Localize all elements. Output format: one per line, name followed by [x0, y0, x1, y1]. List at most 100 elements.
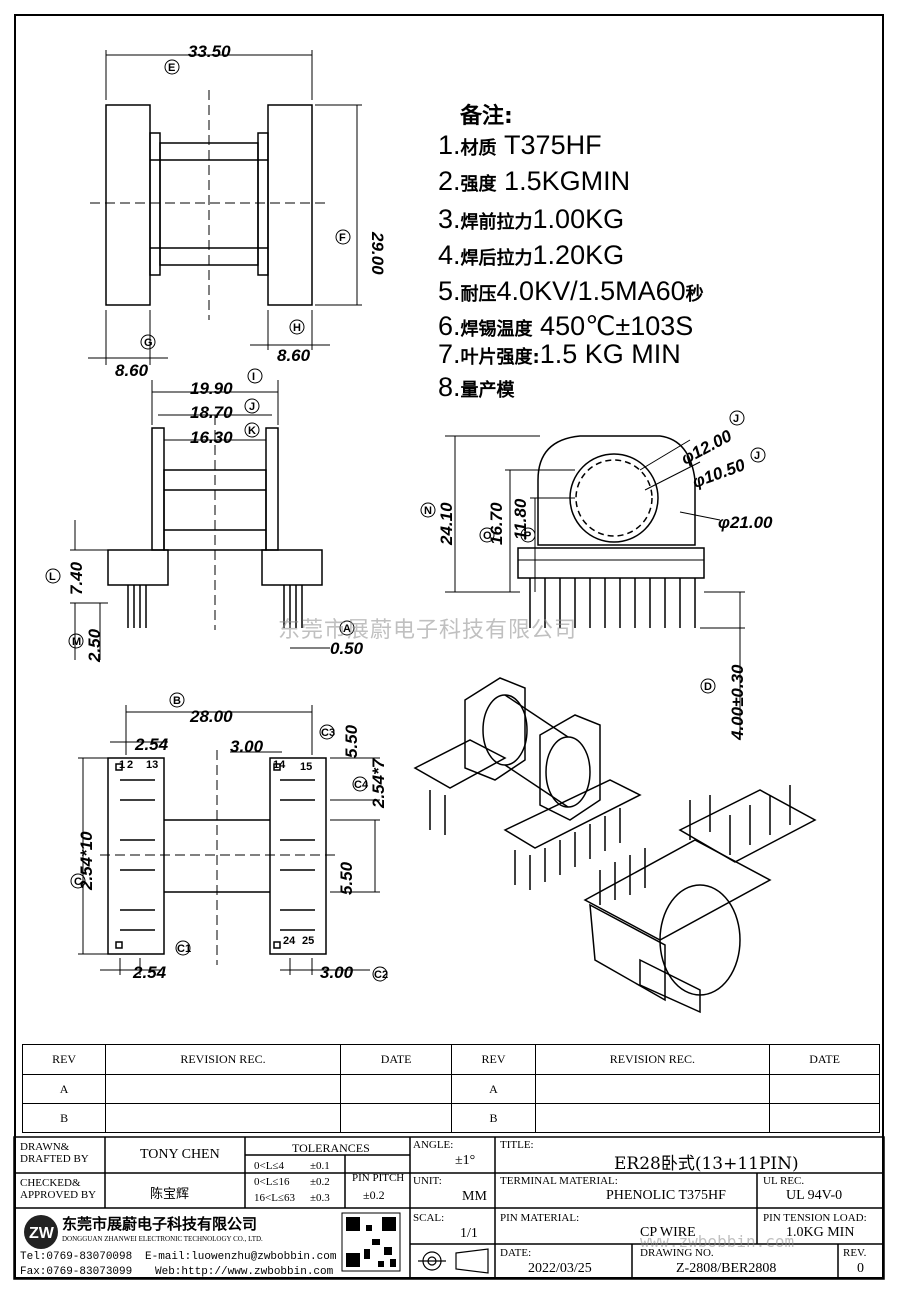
- tension-value: 1.0KG MIN: [786, 1225, 855, 1240]
- dim-K: 16.30: [190, 428, 233, 447]
- revision-header-row: REV REVISION REC. DATE REV REVISION REC.…: [21, 1044, 880, 1075]
- qr-code: [341, 1212, 401, 1272]
- bubble-J-dia12: J: [733, 413, 739, 425]
- revision-rec-header-2: REVISION REC.: [534, 1044, 771, 1075]
- bubble-J: J: [249, 401, 255, 413]
- note-num: 1.: [438, 130, 461, 160]
- rev-label: REV.: [843, 1247, 867, 1259]
- bottom-view: [70, 692, 388, 982]
- dim-P: 11.80: [511, 498, 530, 540]
- note-label: 叶片强度:: [460, 347, 540, 368]
- title-label: TITLE:: [500, 1139, 534, 1151]
- note-label: 焊前拉力: [460, 212, 533, 233]
- dim-C3: 3.00: [230, 737, 264, 756]
- dim-G: 8.60: [115, 361, 149, 380]
- bubble-C4: C4: [354, 779, 369, 791]
- bubble-A: A: [343, 623, 351, 635]
- dim-L: 7.40: [67, 561, 86, 595]
- sheet-border: [14, 14, 884, 1279]
- pin-1-label: 1: [119, 759, 125, 771]
- note-8: 8.量产模: [438, 372, 515, 403]
- bubble-O: O: [483, 530, 492, 542]
- scale-label: SCAL:: [413, 1212, 445, 1224]
- dim-B: 28.00: [189, 707, 233, 726]
- bubble-C3: C3: [321, 727, 335, 739]
- rev-header: REV: [21, 1044, 107, 1075]
- note-label: 耐压: [460, 284, 497, 305]
- company-tel: Tel:0769-83070098: [20, 1251, 133, 1263]
- bubble-C2: C2: [374, 969, 388, 981]
- company-logo: ZW: [24, 1215, 58, 1249]
- bubble-I: I: [252, 371, 255, 383]
- logo-text: ZW: [29, 1225, 55, 1242]
- bubble-P: P: [524, 530, 531, 542]
- tol-value-2: ±0.2: [310, 1176, 330, 1188]
- company-fax: Fax:0769-83073099: [20, 1266, 133, 1278]
- note-value: 1.20KG: [532, 240, 625, 270]
- dim-dia21: φ21.00: [718, 513, 773, 532]
- terminal-material-label: TERMINAL MATERIAL:: [500, 1175, 618, 1187]
- note-value: 450℃±103S: [540, 311, 694, 341]
- pin-pitch-value: ±0.2: [363, 1188, 385, 1202]
- date-header: DATE: [339, 1044, 453, 1075]
- dim-mid: 5.50: [337, 861, 356, 895]
- unit-value: MM: [462, 1189, 487, 1204]
- revision-rec-header: REVISION REC.: [105, 1044, 341, 1075]
- rev-value: 0: [857, 1261, 864, 1276]
- drawing-no-label: DRAWING NO.: [640, 1247, 714, 1259]
- note-5: 5.耐压4.0KV/1.5MA60秒: [438, 276, 704, 307]
- note-num: 3.: [438, 204, 461, 234]
- revision-rec-cell: [105, 1103, 341, 1133]
- rev-cell: B: [21, 1103, 107, 1133]
- bubble-F: F: [339, 232, 346, 244]
- note-6: 6.焊锡温度 450℃±103S: [438, 311, 693, 342]
- pin-pitch-label: PIN PITCH: [352, 1172, 405, 1184]
- note-num: 7.: [438, 339, 461, 369]
- note-label: 量产模: [460, 380, 515, 401]
- note-label: 焊锡温度: [460, 319, 533, 340]
- ul-value: UL 94V-0: [786, 1188, 843, 1203]
- front-view: [45, 368, 355, 660]
- tol-value-1: ±0.1: [310, 1160, 330, 1172]
- bubble-B: B: [173, 695, 181, 707]
- bubble-K: K: [248, 425, 256, 437]
- angle-value: ±1°: [455, 1153, 476, 1168]
- date-cell: [769, 1103, 880, 1133]
- drawn-value: TONY CHEN: [140, 1147, 220, 1162]
- revision-row-b: B B: [21, 1103, 880, 1133]
- unit-label: UNIT:: [413, 1175, 442, 1187]
- rev-cell: A: [451, 1074, 536, 1104]
- url-watermark: www.zwbobbin.com: [640, 1232, 795, 1251]
- notes-title: 备注:: [460, 104, 513, 129]
- pin-15-label: 15: [300, 761, 312, 773]
- company-email: E-mail:luowenzhu@zwbobbin.com: [145, 1251, 337, 1263]
- pin-13-label: 13: [146, 759, 158, 771]
- dim-H: 8.60: [277, 346, 311, 365]
- dim-C5: 5.50: [342, 724, 361, 758]
- company-name-en: DONGGUAN ZHANWEI ELECTRONIC TECHNOLOGY C…: [62, 1235, 263, 1243]
- note-label: 材质: [460, 138, 497, 159]
- bubble-C1: C1: [177, 943, 191, 955]
- bubble-C: C: [74, 876, 82, 888]
- note-value: 1.5KGMIN: [504, 166, 631, 196]
- note-7: 7.叶片强度:1.5 KG MIN: [438, 339, 681, 370]
- dim-C: 2.54*10: [77, 831, 96, 891]
- top-view: [88, 50, 362, 365]
- drawn-label: DRAWN& DRAFTED BY: [20, 1141, 89, 1165]
- pin-material-label: PIN MATERIAL:: [500, 1212, 580, 1224]
- dim-pitch-left: 2.54: [134, 735, 169, 754]
- pin-material-value: CP WIRE: [640, 1225, 696, 1240]
- bubble-E: E: [168, 62, 175, 74]
- tension-label: PIN TENSION LOAD:: [763, 1212, 867, 1224]
- note-2: 2.强度 1.5KGMIN: [438, 166, 630, 197]
- projection-symbol: [418, 1248, 489, 1274]
- bubble-D: D: [704, 681, 712, 693]
- date-value: 2022/03/25: [528, 1261, 592, 1276]
- date-header-2: DATE: [769, 1044, 880, 1075]
- note-value: T375HF: [504, 130, 602, 160]
- title-block-grid: ZW: [13, 1136, 885, 1280]
- dim-I: 19.90: [190, 379, 233, 398]
- tol-range-2: 0<L≤16: [254, 1176, 290, 1188]
- note-label: 强度: [460, 174, 497, 195]
